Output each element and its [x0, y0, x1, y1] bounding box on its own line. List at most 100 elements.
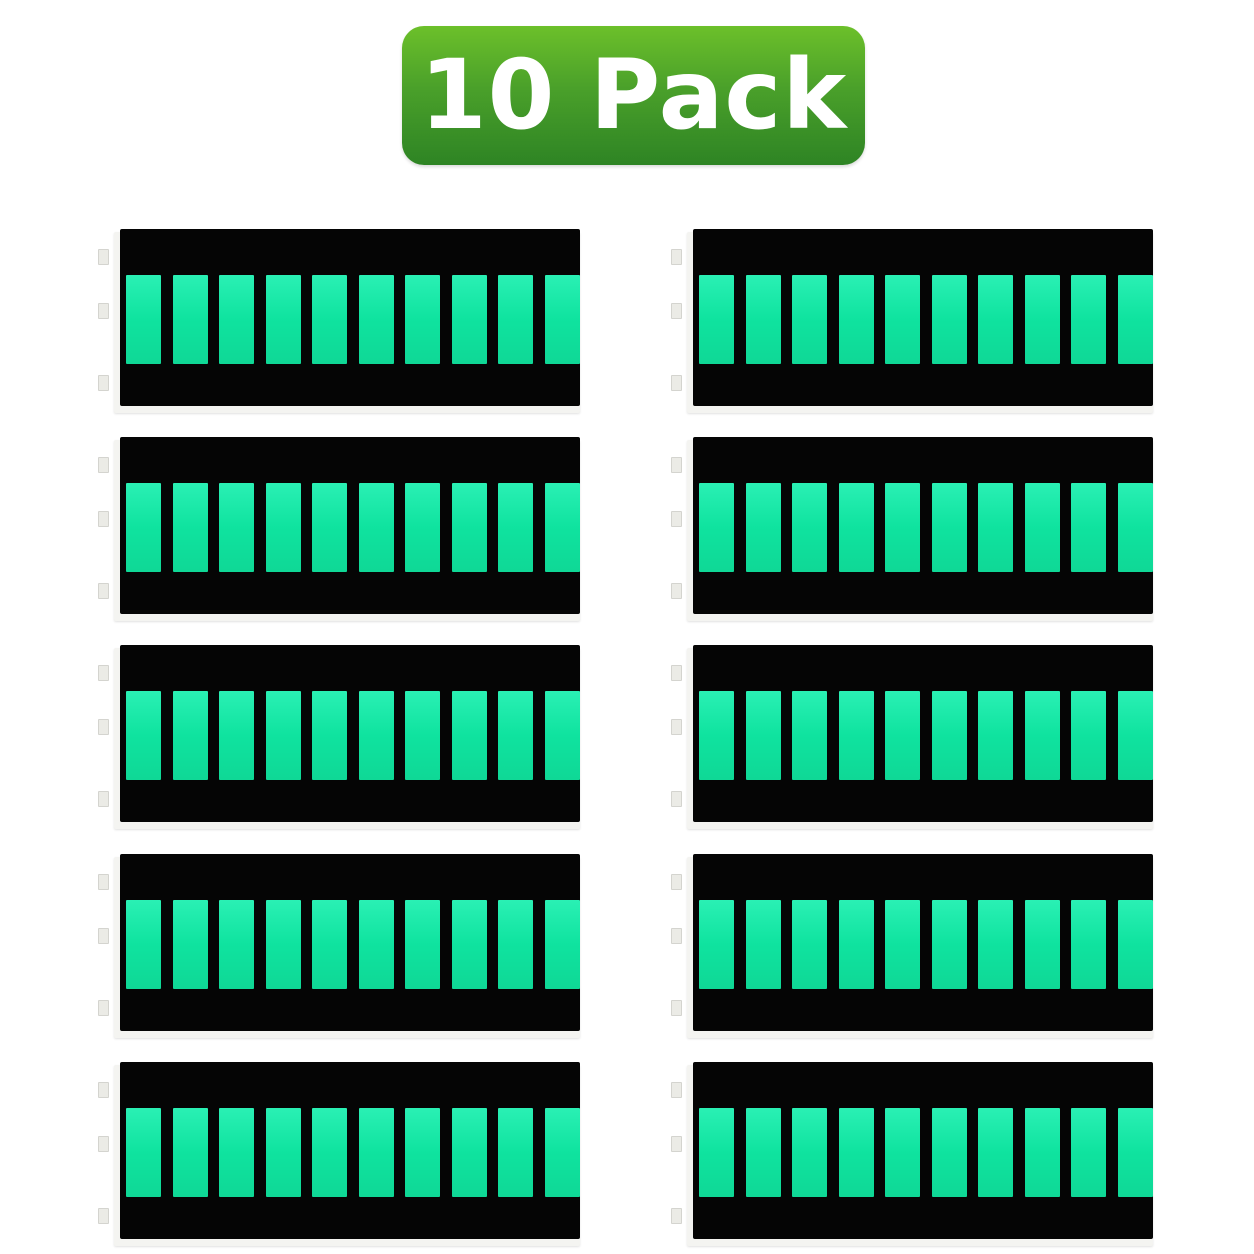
- led-bar-module: [98, 1062, 582, 1246]
- led-segment: [745, 275, 781, 364]
- module-pin: [671, 1000, 682, 1016]
- led-segment: [1024, 275, 1060, 364]
- module-pin: [98, 375, 109, 391]
- led-segment: [126, 483, 161, 572]
- led-segment: [931, 483, 967, 572]
- led-segment: [838, 483, 874, 572]
- led-segment: [265, 275, 301, 364]
- module-pin: [98, 457, 109, 473]
- led-segment: [358, 691, 394, 780]
- led-segment: [358, 275, 394, 364]
- led-segment: [978, 275, 1013, 364]
- led-segment: [498, 900, 533, 989]
- module-pin: [671, 303, 682, 319]
- led-segment: [1071, 483, 1106, 572]
- led-segment: [978, 691, 1013, 780]
- led-segment: [126, 691, 161, 780]
- led-segment: [451, 483, 487, 572]
- led-segment: [1117, 483, 1153, 572]
- led-segment: [219, 1108, 254, 1197]
- led-segment: [1071, 691, 1106, 780]
- led-segment: [405, 483, 440, 572]
- led-segment: [172, 900, 208, 989]
- module-face: [693, 645, 1153, 822]
- module-pin: [98, 303, 109, 319]
- led-segment: [699, 691, 734, 780]
- led-segment: [1024, 900, 1060, 989]
- led-segment: [792, 900, 827, 989]
- led-bar-module: [671, 1062, 1155, 1246]
- led-segment: [885, 275, 920, 364]
- led-segment: [1071, 1108, 1106, 1197]
- led-bar-module: [98, 229, 582, 413]
- led-segment: [265, 483, 301, 572]
- led-bar-module: [98, 437, 582, 621]
- module-pin: [98, 719, 109, 735]
- led-segment: [745, 900, 781, 989]
- led-segment: [1024, 483, 1060, 572]
- module-face: [120, 1062, 580, 1239]
- module-pin: [671, 928, 682, 944]
- led-segment: [544, 1108, 580, 1197]
- pack-count-badge: 10 Pack: [402, 26, 865, 165]
- module-pin: [98, 1136, 109, 1152]
- led-segment: [172, 275, 208, 364]
- led-segment: [885, 483, 920, 572]
- led-segment: [1071, 275, 1106, 364]
- led-segment: [885, 691, 920, 780]
- led-segment: [792, 1108, 827, 1197]
- led-segment: [358, 900, 394, 989]
- led-segment: [544, 900, 580, 989]
- module-pin: [671, 719, 682, 735]
- module-face: [120, 229, 580, 406]
- led-segment: [312, 483, 347, 572]
- led-segment: [838, 275, 874, 364]
- module-pin: [98, 583, 109, 599]
- module-pin: [671, 1136, 682, 1152]
- led-segment: [745, 691, 781, 780]
- module-pin: [671, 249, 682, 265]
- led-segment: [312, 275, 347, 364]
- led-segment: [699, 900, 734, 989]
- module-face: [693, 229, 1153, 406]
- led-segment: [885, 900, 920, 989]
- led-segment: [838, 900, 874, 989]
- led-segment: [931, 900, 967, 989]
- led-segment: [1117, 1108, 1153, 1197]
- module-pin: [98, 791, 109, 807]
- module-pin: [98, 249, 109, 265]
- led-bar-module: [671, 229, 1155, 413]
- led-segment: [544, 691, 580, 780]
- led-segment: [498, 1108, 533, 1197]
- led-segment: [1071, 900, 1106, 989]
- led-segment: [838, 1108, 874, 1197]
- led-bar-module: [671, 645, 1155, 829]
- led-segment: [931, 275, 967, 364]
- led-bar-module: [671, 437, 1155, 621]
- led-segment: [931, 691, 967, 780]
- led-segment: [544, 483, 580, 572]
- led-segment: [265, 900, 301, 989]
- led-bar-module: [671, 854, 1155, 1038]
- led-segment: [126, 1108, 161, 1197]
- module-pin: [671, 1208, 682, 1224]
- led-segment: [358, 483, 394, 572]
- led-segment: [1024, 691, 1060, 780]
- led-segment: [405, 275, 440, 364]
- led-segment: [838, 691, 874, 780]
- led-segment: [312, 1108, 347, 1197]
- led-segment: [1024, 1108, 1060, 1197]
- module-pin: [98, 665, 109, 681]
- led-segment: [126, 275, 161, 364]
- module-face: [693, 437, 1153, 614]
- led-segment: [451, 691, 487, 780]
- led-segment: [931, 1108, 967, 1197]
- led-bar-module: [98, 645, 582, 829]
- led-segment: [978, 1108, 1013, 1197]
- led-segment: [219, 691, 254, 780]
- led-segment: [544, 275, 580, 364]
- led-segment: [699, 483, 734, 572]
- led-segment: [265, 1108, 301, 1197]
- led-segment: [219, 483, 254, 572]
